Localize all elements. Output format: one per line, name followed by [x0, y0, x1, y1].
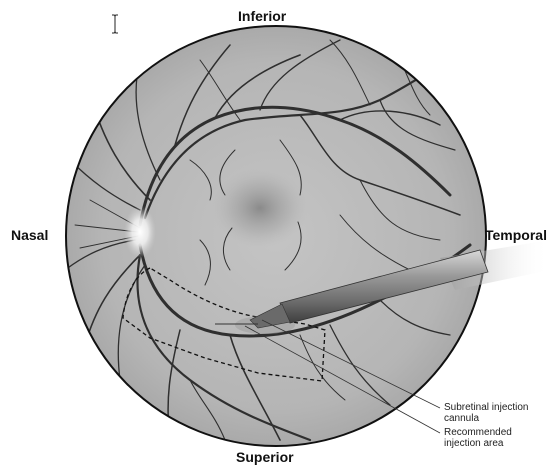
label-inferior: Inferior [238, 8, 286, 24]
label-temporal: Temporal [485, 227, 547, 243]
callout-cannula: Subretinal injection cannula [444, 402, 549, 424]
callout-cannula-line1: Subretinal injection [444, 402, 549, 413]
callout-injection-area: Recommended injection area [444, 427, 549, 449]
label-nasal: Nasal [11, 227, 48, 243]
label-superior: Superior [236, 449, 294, 465]
callout-area-line2: injection area [444, 438, 549, 449]
text-cursor-icon [111, 14, 119, 34]
optic-disc [124, 206, 156, 258]
callout-area-line1: Recommended [444, 427, 549, 438]
callout-cannula-line2: cannula [444, 413, 549, 424]
